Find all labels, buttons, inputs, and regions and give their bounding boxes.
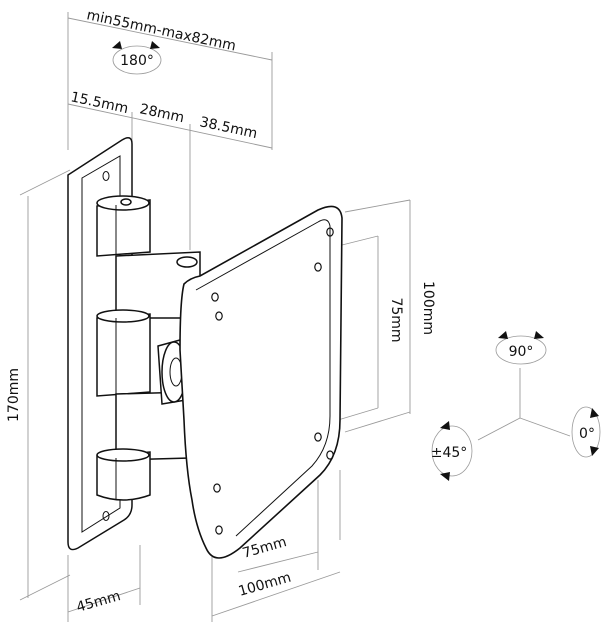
vesa-hole-5 xyxy=(314,432,322,442)
hinge-top xyxy=(96,195,151,257)
dimension-lines xyxy=(19,12,571,622)
hinge-middle xyxy=(96,309,151,397)
vesa-hole-6 xyxy=(326,450,334,460)
swivel-180-badge xyxy=(112,41,162,75)
label-total-height: 170mm xyxy=(6,368,22,422)
vesa-plate xyxy=(179,205,343,559)
label-swivel-180: 180° xyxy=(120,53,154,69)
label-seg-b: 28mm xyxy=(138,101,185,126)
label-seg-c: 38.5mm xyxy=(198,114,259,142)
label-vesa-w-outer: 100mm xyxy=(237,570,293,600)
vesa-hole-2 xyxy=(314,262,322,272)
vesa-hole-3 xyxy=(215,311,223,321)
label-roll-0: 0° xyxy=(579,426,595,442)
tilt-90-badge xyxy=(495,331,547,365)
label-vesa-h-inner: 75mm xyxy=(388,297,404,342)
label-pan-45: ±45° xyxy=(431,445,468,461)
vesa-hole-1 xyxy=(326,227,334,237)
pan-45-badge xyxy=(431,421,473,481)
label-top-range: min55mm-max82mm xyxy=(85,7,237,54)
label-seg-a: 15.5mm xyxy=(69,89,130,117)
roll-0-badge xyxy=(571,406,601,458)
vesa-hole-7 xyxy=(213,483,221,493)
hinge-bottom xyxy=(96,448,151,501)
label-tilt-90: 90° xyxy=(509,344,534,360)
vesa-hole-8 xyxy=(215,525,223,535)
label-wall-plate-width: 45mm xyxy=(75,588,123,616)
label-vesa-h-outer: 100mm xyxy=(420,281,436,335)
vesa-hole-4 xyxy=(211,292,219,302)
